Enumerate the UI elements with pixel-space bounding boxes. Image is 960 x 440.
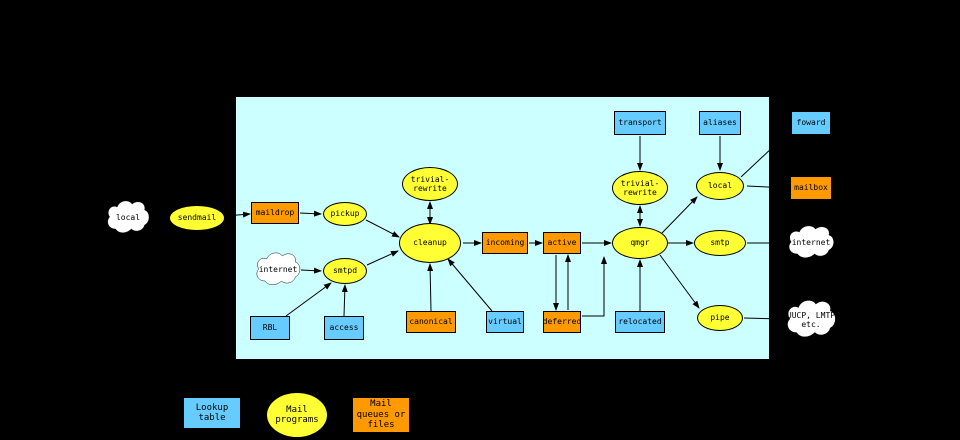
node-pickup: pickup <box>323 202 367 226</box>
smtpd-label: smtpd <box>332 266 358 276</box>
node-smtp: smtp <box>694 230 746 256</box>
node-mailbox-file: mailbox <box>790 176 832 200</box>
cleanup-label: cleanup <box>413 238 447 248</box>
trivial-rewrite-top-line1: trivial- <box>410 174 450 184</box>
node-access-table: access <box>324 316 364 340</box>
node-aliases-table: aliases <box>699 111 741 135</box>
qmgr-label: qmgr <box>630 238 650 248</box>
access-label: access <box>329 323 359 333</box>
cloud-shape <box>787 300 836 338</box>
trivial-rewrite-right-line1: trivial- <box>620 178 660 188</box>
node-relocated-table: relocated <box>615 311 665 333</box>
trivial-rewrite-right-line2: rewrite <box>623 188 657 197</box>
legend-mail-queues-label: Mail queues or files <box>356 399 406 431</box>
legend-lookup-table-label: Lookup table <box>195 402 229 423</box>
cloud-internet-right-label: internet <box>791 238 831 248</box>
node-smtpd: smtpd <box>323 258 367 284</box>
cloud-internet-right: internet <box>784 223 838 263</box>
cloud-uucp-label-line1: UUCP, LMTP <box>786 310 836 320</box>
node-deferred-queue: deferred <box>543 311 581 333</box>
node-local-delivery: local <box>696 172 744 200</box>
node-trivial-rewrite-right: trivial- rewrite <box>612 171 668 205</box>
node-sendmail: sendmail <box>169 205 225 231</box>
node-pipe: pipe <box>697 305 743 331</box>
node-cleanup: cleanup <box>399 223 461 263</box>
cloud-shape <box>788 225 834 258</box>
cloud-internet-left: internet <box>252 250 304 290</box>
cloud-local-sender: local <box>103 198 153 238</box>
relocated-label: relocated <box>618 317 662 327</box>
transport-label: transport <box>618 118 662 128</box>
aliases-label: aliases <box>703 118 737 128</box>
pickup-label: pickup <box>330 209 360 219</box>
cloud-local-label: local <box>115 213 141 223</box>
node-canonical: canonical <box>406 311 456 333</box>
legend-lookup-table: Lookup table <box>183 397 241 429</box>
pipe-label: pipe <box>710 313 730 323</box>
cloud-uucp-label-line2: etc. <box>801 320 821 329</box>
foward-label: foward <box>796 118 826 128</box>
local-label: local <box>707 181 733 191</box>
node-qmgr: qmgr <box>612 227 668 259</box>
incoming-label: incoming <box>485 238 525 248</box>
active-label: active <box>547 238 577 248</box>
node-rbl-table: RBL <box>250 316 290 340</box>
deferred-label: deferred <box>542 317 582 327</box>
node-incoming-queue: incoming <box>482 232 528 254</box>
maildrop-label: maildrop <box>255 208 295 218</box>
legend-mail-programs: Mail programs <box>266 392 328 438</box>
mailbox-label: mailbox <box>794 183 828 193</box>
canonical-label: canonical <box>409 317 453 327</box>
rbl-label: RBL <box>262 323 278 333</box>
sendmail-label: sendmail <box>177 213 217 223</box>
legend-mail-queues: Mail queues or files <box>352 397 410 433</box>
virtual-label: virtual <box>488 317 522 327</box>
node-maildrop-queue: maildrop <box>251 202 299 224</box>
smtp-label: smtp <box>710 238 730 248</box>
cloud-shape <box>107 200 150 233</box>
node-active-queue: active <box>543 232 581 254</box>
cloud-internet-left-label: internet <box>258 265 298 275</box>
node-trivial-rewrite-top: trivial- rewrite <box>402 167 458 201</box>
node-virtual-table: virtual <box>486 311 524 333</box>
cloud-uucp-lmtp: UUCP, LMTP etc. <box>782 297 840 343</box>
node-transport-table: transport <box>614 111 666 135</box>
trivial-rewrite-top-line2: rewrite <box>413 184 447 193</box>
cloud-shape <box>256 252 301 285</box>
legend-mail-programs-label: Mail programs <box>275 404 319 425</box>
node-forward-file: foward <box>791 111 831 135</box>
